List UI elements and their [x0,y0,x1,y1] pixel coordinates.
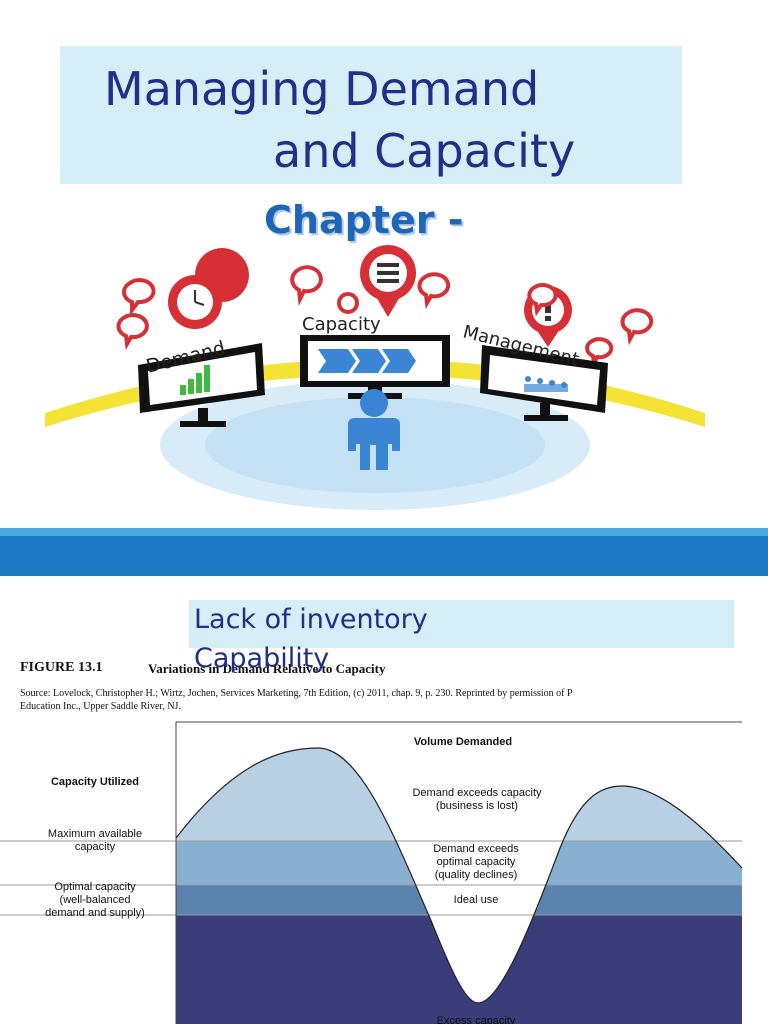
figure-label: FIGURE 13.1 [20,660,103,675]
zone-label-quality: Demand exceeds [433,843,519,855]
slide-title-line1: Managing Demand [104,62,540,116]
management-monitor-icon [480,345,608,421]
subtitle-line2: Capability [194,643,330,674]
optimal-capacity-label: Optimal capacity [54,881,136,893]
zone-label-quality: (quality declines) [435,869,518,881]
slide-title-line2: and Capacity [273,124,576,178]
chat-bubble-icon [116,313,149,351]
chapter-heading: Chapter - [264,198,464,242]
figure-source-line2: Education Inc., Upper Saddle River, NJ. [20,701,181,712]
y-axis-label: Capacity Utilized [51,776,139,788]
subtitle-box [189,600,734,648]
zone-excess-capacity [176,915,742,1024]
chat-bubble-icon [527,283,558,317]
max-capacity-label: Maximum available [48,828,142,840]
demand-capacity-chart: Volume Demanded Capacity Utilized Maximu… [0,721,743,1024]
figure-title: Variations in Demand Relative to Capacit… [148,661,386,676]
optimal-capacity-label: (well-balanced [60,894,131,906]
list-pin-icon [360,245,416,317]
chart-title: Volume Demanded [414,736,512,748]
chat-bubble-icon [122,278,156,316]
zone-label-excess: Excess capacity [437,1015,516,1024]
demand-capacity-illustration: Demand Capacity Management [45,245,705,510]
demand-curve [175,747,743,1004]
title-box [60,46,682,184]
optimal-capacity-label: demand and supply) [45,907,145,919]
chat-bubble-icon [337,292,359,314]
clock-pin-icon [168,248,249,329]
person-icon [348,389,400,471]
zone-label-quality: optimal capacity [437,856,516,868]
capacity-label: Capacity [302,314,381,335]
divider-band [0,536,768,576]
figure-source-line1: Source: Lovelock, Christopher H.; Wirtz,… [20,688,573,699]
divider-band-highlight [0,528,768,536]
zone-label-lost: Demand exceeds capacity [412,787,542,799]
zone-label-ideal: Ideal use [454,894,499,906]
chat-bubble-icon [620,308,654,346]
chat-bubble-icon [290,265,323,306]
zone-label-lost: (business is lost) [436,800,518,812]
demand-monitor-icon [138,343,265,427]
subtitle-line1: Lack of inventory [194,604,428,635]
chat-bubble-icon [585,337,614,370]
chat-bubble-icon [417,272,451,310]
max-capacity-label: capacity [75,841,116,853]
